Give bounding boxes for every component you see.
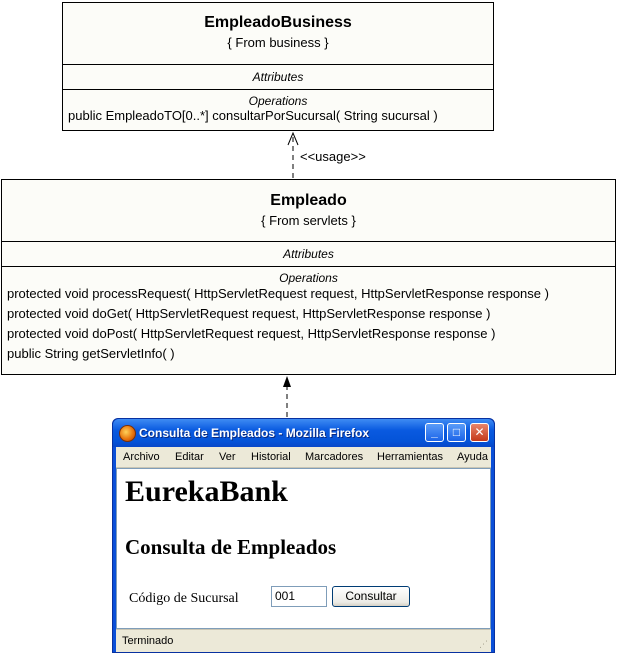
operations-section: Operations protected void processRequest…: [2, 267, 615, 361]
operations-title: Operations: [248, 94, 308, 108]
operation-item: public EmpleadoTO[0..*] consultarPorSucu…: [68, 108, 438, 123]
operation-item: public String getServletInfo( ): [7, 346, 175, 361]
menu-herramientas[interactable]: Herramientas: [377, 451, 444, 463]
operation-item: protected void doGet( HttpServletRequest…: [7, 306, 491, 321]
window-titlebar[interactable]: Consulta de Empleados - Mozilla Firefox …: [113, 419, 494, 447]
menu-marcadores[interactable]: Marcadores: [305, 451, 364, 463]
menu-ayuda[interactable]: Ayuda: [457, 451, 488, 463]
class-package: { From servlets }: [261, 213, 356, 228]
class-package: { From business }: [227, 35, 329, 50]
window-title: Consulta de Empleados - Mozilla Firefox: [139, 426, 370, 440]
consultar-button[interactable]: Consultar: [332, 586, 410, 607]
operations-section: Operations public EmpleadoTO[0..*] consu…: [63, 90, 493, 123]
close-button[interactable]: ✕: [470, 423, 489, 442]
class-name: Empleado: [270, 192, 347, 209]
attributes-section: Attributes: [63, 65, 493, 90]
class-header: EmpleadoBusiness { From business }: [63, 3, 493, 65]
usage-stereotype: <<usage>>: [300, 149, 366, 164]
sucursal-label: Código de Sucursal: [129, 591, 239, 606]
firefox-logo-icon: [119, 425, 136, 442]
resize-grip-icon[interactable]: ⋰: [479, 639, 488, 649]
menu-ver[interactable]: Ver: [219, 451, 236, 463]
attributes-title: Attributes: [252, 70, 304, 84]
page-title: EurekaBank: [125, 475, 288, 508]
sucursal-input[interactable]: 001: [271, 586, 327, 607]
maximize-button[interactable]: □: [447, 423, 466, 442]
minimize-button[interactable]: _: [425, 423, 444, 442]
operation-item: protected void processRequest( HttpServl…: [7, 286, 549, 301]
menu-editar[interactable]: Editar: [175, 451, 204, 463]
client-arrowhead: [283, 376, 291, 387]
uml-class-empleado-servlet: Empleado { From servlets } Attributes Op…: [1, 179, 616, 375]
class-header: Empleado { From servlets }: [2, 180, 615, 242]
attributes-title: Attributes: [283, 247, 334, 261]
class-name: EmpleadoBusiness: [204, 14, 352, 31]
operation-item: protected void doPost( HttpServletReques…: [7, 326, 496, 341]
status-bar: Terminado ⋰: [116, 629, 491, 652]
attributes-section: Attributes: [2, 242, 615, 267]
menu-bar: Archivo Editar Ver Historial Marcadores …: [116, 447, 491, 468]
uml-class-empleado-business: EmpleadoBusiness { From business } Attri…: [62, 2, 494, 131]
menu-archivo[interactable]: Archivo: [123, 451, 160, 463]
menu-historial[interactable]: Historial: [251, 451, 291, 463]
page-subtitle: Consulta de Empleados: [125, 535, 337, 559]
browser-window: Consulta de Empleados - Mozilla Firefox …: [112, 418, 495, 653]
operations-title: Operations: [279, 271, 338, 285]
page-content: EurekaBank Consulta de Empleados Código …: [116, 468, 491, 629]
status-text: Terminado: [122, 635, 174, 647]
usage-arrowhead: [287, 131, 299, 146]
